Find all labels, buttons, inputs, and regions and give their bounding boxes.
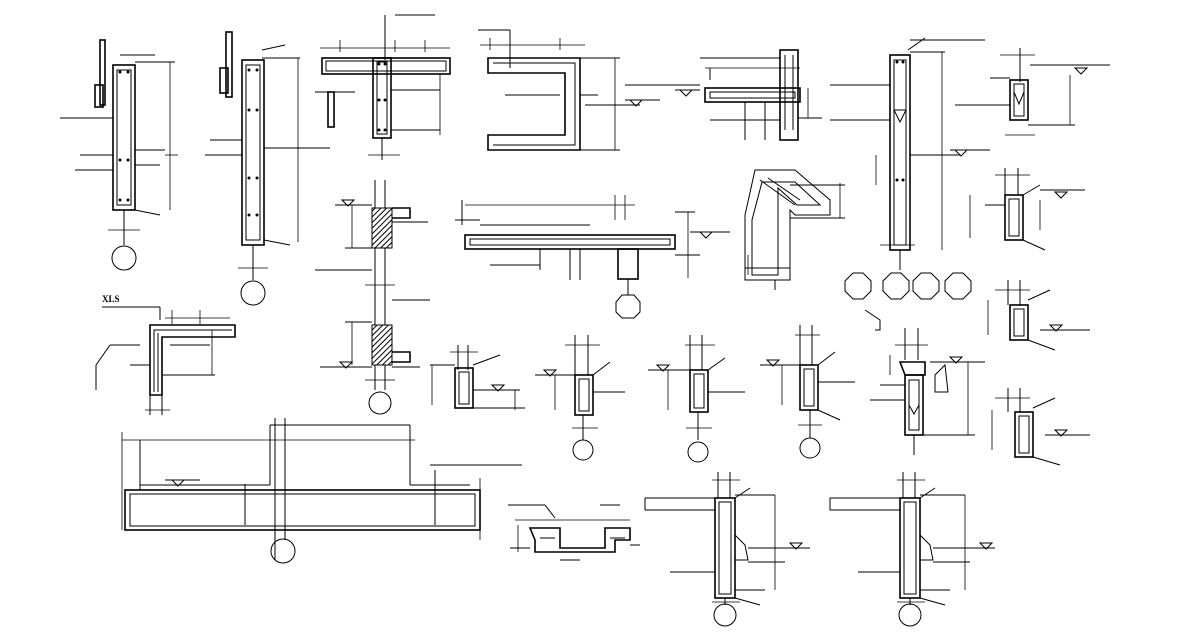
small-beam-detail-2 bbox=[969, 168, 1085, 251]
grid-markers bbox=[844, 272, 972, 300]
column-slab-detail-1 bbox=[644, 472, 810, 627]
slab-corner-detail bbox=[744, 169, 845, 290]
small-beam-detail-4 bbox=[991, 388, 1090, 466]
corbel-column-detail bbox=[864, 309, 985, 455]
hatched-wall-section bbox=[315, 180, 430, 415]
t-beam-section bbox=[315, 14, 451, 160]
slab-edge-detail bbox=[625, 49, 822, 141]
small-beam-detail-3 bbox=[987, 280, 1090, 351]
xls-label: XLS bbox=[102, 294, 120, 304]
wall-section-2 bbox=[205, 31, 330, 306]
drop-beam-slab bbox=[455, 195, 730, 319]
tall-wall-section bbox=[830, 37, 990, 270]
column-slab-detail-2 bbox=[829, 472, 995, 627]
channel-section bbox=[478, 29, 660, 151]
small-beam-detail-1 bbox=[955, 48, 1110, 136]
wall-section-1 bbox=[60, 39, 178, 271]
long-slab-elevation bbox=[121, 418, 522, 564]
xls-corner-detail: XLS bbox=[95, 294, 236, 415]
stepped-slab-detail bbox=[508, 504, 640, 561]
joint-detail-2 bbox=[535, 335, 625, 461]
joint-detail-1 bbox=[430, 345, 525, 410]
joint-detail-4 bbox=[760, 325, 855, 459]
joint-detail-3 bbox=[648, 335, 745, 463]
